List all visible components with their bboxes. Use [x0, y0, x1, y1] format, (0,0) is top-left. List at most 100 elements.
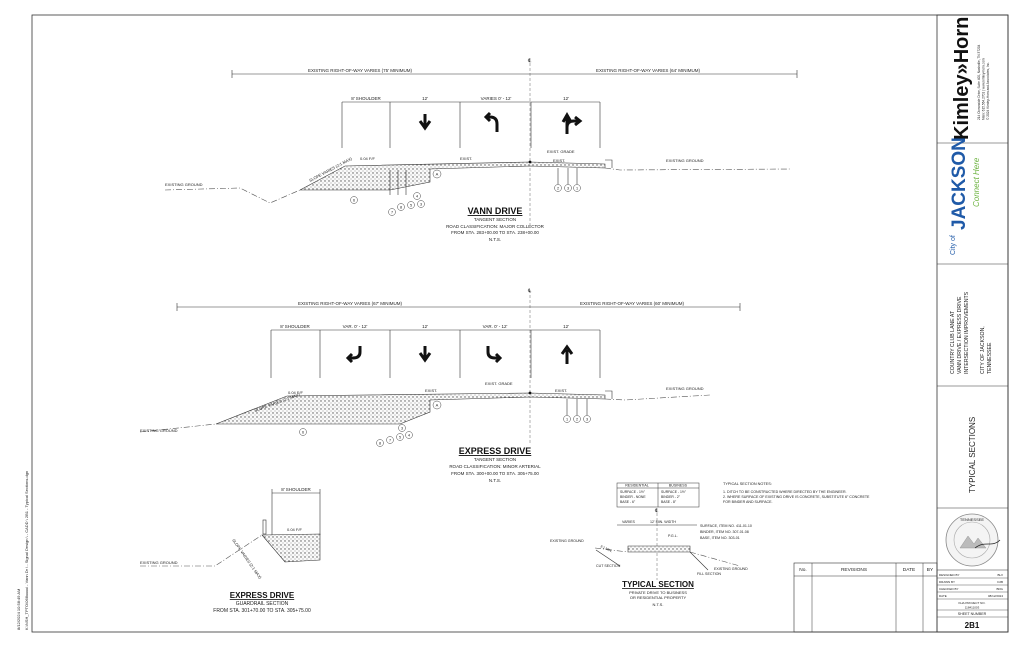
- typical-pavement: [627, 545, 691, 553]
- field-value: BLV: [998, 573, 1003, 577]
- project-line: INTERSECTION IMPROVEMENTS: [964, 291, 970, 374]
- guardrail-stations: FROM STA. 301+70.00 TO STA. 305+75.00: [213, 608, 311, 614]
- vann-lane-1: 12': [422, 96, 428, 101]
- express-cl-mark: ℄: [527, 288, 532, 294]
- kimley-horn-address: 214 Oceanside Drive, Suite 400, Nashvill…: [977, 44, 990, 120]
- express-grade: EXIST. GRADE: [485, 381, 513, 386]
- sheet-number-label: SHEET NUMBER: [958, 612, 987, 616]
- field-label: DATE: [939, 594, 947, 598]
- typical-cut: CUT SECTION: [596, 564, 621, 568]
- express-callouts-left: 6 8 7 5 4 3: [299, 424, 413, 447]
- guardrail-post-icon: [262, 519, 267, 535]
- typical-ground: [594, 547, 741, 567]
- vann-pavement: [299, 161, 606, 191]
- vann-drive-section: ℄ EXISTING RIGHT-OF-WAY VARIES (75' MINI…: [164, 58, 798, 242]
- vann-stations: FROM STA. 283+00.00 TO STA. 238+00.00: [451, 230, 539, 235]
- express-lane-3: VAR. 0' - 12': [483, 324, 508, 329]
- vann-row-right-label: EXISTING RIGHT-OF-WAY VARIES (64' MINIMU…: [596, 68, 700, 73]
- revisions-table: No. REVISIONS DATE BY: [793, 562, 938, 633]
- svg-text:1: 1: [576, 187, 578, 191]
- svg-text:2: 2: [576, 418, 578, 422]
- express-drive-section: ℄ EXISTING RIGHT-OF-WAY VARIES (67' MINI…: [139, 288, 741, 483]
- typical-ratio: 3:1 MIN.: [600, 544, 613, 553]
- typical-pgl: P.G.L.: [668, 534, 678, 538]
- typical-ground-right: EXISTING GROUND: [714, 567, 748, 571]
- express-title: EXPRESS DRIVE: [459, 446, 532, 456]
- revisions-header-revisions: REVISIONS: [841, 567, 867, 573]
- svg-text:5: 5: [410, 204, 412, 208]
- guardrail-shoulder: 8' SHOULDER: [281, 487, 311, 492]
- typical-table-cell: BINDER - NONE: [620, 495, 646, 499]
- express-curb: [605, 390, 613, 399]
- typical-table-cell: BINDER - 2": [661, 495, 681, 499]
- typical-surface: SURFACE, ITEM NO. 411-01.10: [700, 524, 752, 528]
- express-ground-right: EXISTING GROUND: [666, 386, 704, 391]
- vann-ground-right: EXISTING GROUND: [666, 158, 704, 163]
- typical-sub1: PRIVATE DRIVE TO BUSINESS: [629, 590, 687, 595]
- field-label: KHA PROJECT NO.: [959, 601, 986, 605]
- location-line: CITY OF JACKSON,: [980, 326, 986, 374]
- typical-table-cell: SURFACE - 1½": [661, 490, 687, 494]
- titleblock-fields: DESIGNED BY BLV DRAWN BY DJB CHECKED BY …: [937, 573, 1008, 630]
- svg-text:A: A: [436, 172, 439, 177]
- svg-text:6: 6: [302, 431, 304, 435]
- svg-text:A: A: [436, 403, 439, 408]
- kimley-horn-logo: Kimley»Horn: [951, 17, 973, 140]
- express-lane-2: 12': [422, 324, 428, 329]
- guardrail-ground: [140, 534, 263, 567]
- vann-layer-leaders: [389, 170, 407, 195]
- address-line: Main: 615.564.2701 | www.kimley-horn.com: [982, 58, 986, 120]
- revisions-header-by: BY: [927, 567, 934, 573]
- express-grade-point: [528, 391, 532, 395]
- svg-text:3: 3: [586, 418, 588, 422]
- vann-lane-2: VARIES 0' - 12': [481, 96, 512, 101]
- express-stations: FROM STA. 300+00.00 TO STA. 305+75.00: [451, 471, 539, 476]
- vann-callout-a: A: [432, 169, 442, 179]
- through-right-arrow-icon: [561, 111, 583, 134]
- typical-varies: VARIES: [622, 520, 636, 524]
- svg-text:5: 5: [399, 436, 401, 440]
- svg-text:7: 7: [389, 439, 391, 443]
- typical-title: TYPICAL SECTION: [622, 580, 694, 589]
- svg-text:3: 3: [401, 427, 403, 431]
- express-fp-label: 0.04 F/F: [288, 390, 303, 395]
- typical-table-cell: BASE - 8": [661, 500, 677, 504]
- express-ground-left: EXISTING GROUND: [140, 428, 178, 433]
- typical-binder: BINDER, ITEM NO. 307-01.08: [700, 530, 749, 534]
- vann-row-left-label: EXISTING RIGHT-OF-WAY VARIES (75' MINIMU…: [308, 68, 412, 73]
- connect-here-tagline: Connect Here: [972, 157, 981, 207]
- revisions-header-no: No.: [799, 567, 806, 573]
- svg-text:7: 7: [391, 211, 393, 215]
- vann-lane-3: 12': [563, 96, 569, 101]
- vann-curb: [605, 159, 613, 168]
- vann-exist1: EXIST.: [460, 156, 472, 161]
- typical-table-header-business: BUSINESS: [669, 484, 688, 488]
- field-value: 118411003: [965, 606, 980, 610]
- project-line: COUNTRY CLUB LANE AT: [950, 310, 956, 374]
- typical-ground-left: EXISTING GROUND: [550, 539, 584, 543]
- guardrail-ground-left: EXISTING GROUND: [140, 560, 178, 565]
- up-arrow-icon: [560, 344, 574, 364]
- field-label: CHECKED BY: [939, 587, 959, 591]
- express-lane-4: 12': [563, 324, 569, 329]
- vann-grade-point: [528, 160, 532, 164]
- typical-sub2: OR RESIDENTIAL PROPERTY: [630, 595, 687, 600]
- svg-text:3: 3: [567, 187, 569, 191]
- project-line: VANN DRIVE / EXPRESS DRIVE: [957, 296, 963, 374]
- typical-table-header-residential: RESIDENTIAL: [625, 484, 649, 488]
- guardrail-pavement: [261, 533, 321, 563]
- typical-note-2: 2. WHERE SURFACE OF EXISTING DRIVE IS CO…: [723, 495, 870, 499]
- guardrail-fp: 0.04 F/F: [287, 527, 302, 532]
- express-lane-shoulder: 8' SHOULDER: [280, 324, 310, 329]
- field-value: DJB: [997, 580, 1003, 584]
- typical-fill: FILL SECTION: [697, 572, 721, 576]
- sheet-border: [31, 14, 1009, 633]
- svg-text:8: 8: [379, 442, 381, 446]
- jackson-wordmark: JACKSON: [949, 137, 970, 230]
- typical-min-width: 12' MIN. WIDTH: [650, 520, 676, 524]
- svg-text:8: 8: [400, 206, 402, 210]
- field-value: 08/12/2024: [988, 594, 1003, 598]
- vann-ground-left: EXISTING GROUND: [165, 182, 203, 187]
- u-turn-left-arrow-icon: [345, 346, 362, 364]
- express-nts: N.T.S.: [489, 478, 501, 483]
